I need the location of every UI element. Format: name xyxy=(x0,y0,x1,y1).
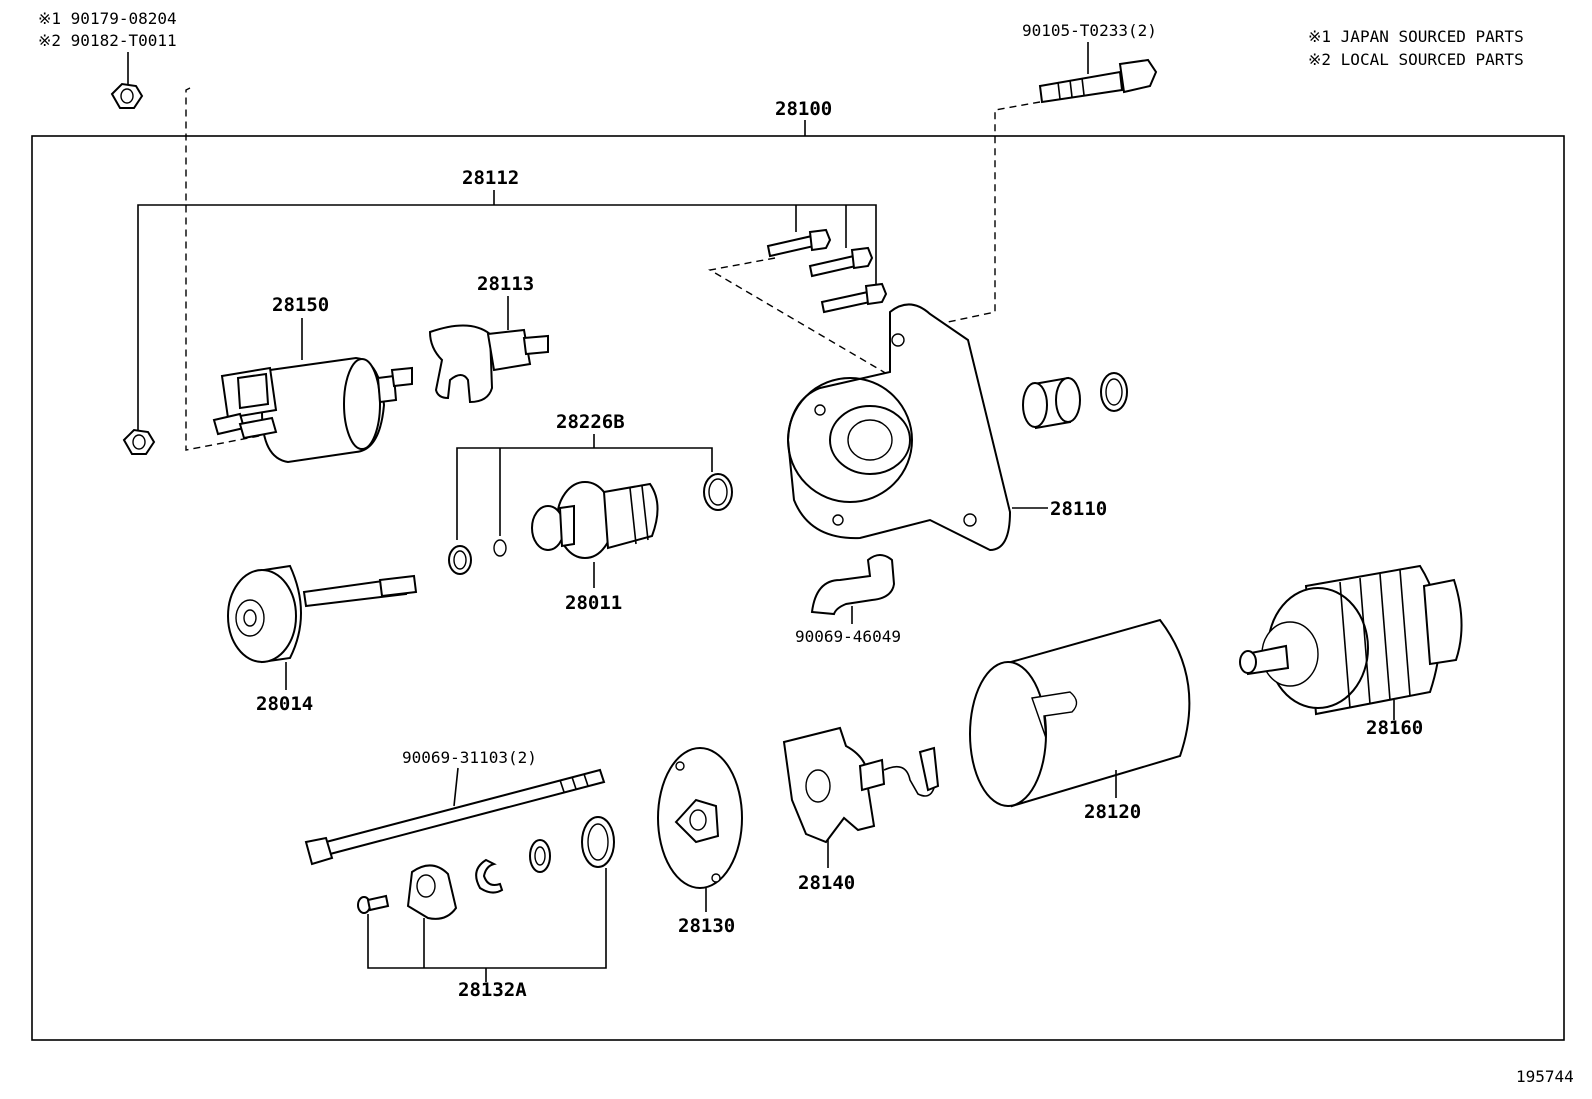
bolt-90105 xyxy=(1038,58,1158,104)
label-28014: 28014 xyxy=(256,693,313,715)
solenoid-28150 xyxy=(212,356,413,464)
label-28112: 28112 xyxy=(462,167,519,189)
legend-local: ※2 LOCAL SOURCED PARTS xyxy=(1308,50,1524,69)
label-28110: 28110 xyxy=(1050,498,1107,520)
armature-28160 xyxy=(1239,564,1463,716)
bearing xyxy=(1022,376,1081,430)
end-frame-28130 xyxy=(657,747,743,889)
plate-28132A xyxy=(406,864,458,920)
bolt-28112-a xyxy=(766,228,832,258)
label-28160: 28160 xyxy=(1366,717,1423,739)
screw-28132A xyxy=(357,894,390,914)
label-28011: 28011 xyxy=(565,592,622,614)
snap-ring-28132A xyxy=(475,858,504,894)
bolt-28112-c xyxy=(820,282,888,314)
note-japan-nut: ※1 90179-08204 xyxy=(38,9,177,28)
through-bolt xyxy=(304,768,606,866)
ring-bearing xyxy=(1100,372,1128,412)
seal-28132A xyxy=(581,816,615,868)
bolt-28112-b xyxy=(808,246,874,278)
ring-small-28226B xyxy=(448,545,472,575)
label-28120: 28120 xyxy=(1084,801,1141,823)
brush-holder-28140 xyxy=(782,726,940,844)
washer-28132A xyxy=(529,839,551,873)
label-90105: 90105-T0233(2) xyxy=(1022,21,1157,40)
label-28113: 28113 xyxy=(477,273,534,295)
clutch-28011 xyxy=(531,481,659,559)
label-28226B: 28226B xyxy=(556,411,625,433)
washer-28226B xyxy=(703,473,733,511)
label-90069-31103: 90069-31103(2) xyxy=(402,748,537,767)
label-28100: 28100 xyxy=(775,98,832,120)
drive-28014 xyxy=(227,564,418,664)
snap-ring-28226B xyxy=(493,539,507,557)
figure-id: 195744 xyxy=(1516,1067,1574,1086)
nut-left xyxy=(122,428,156,455)
label-28130: 28130 xyxy=(678,915,735,937)
label-28132A: 28132A xyxy=(458,979,527,1001)
lever-28113 xyxy=(428,324,549,404)
yoke-28120 xyxy=(969,618,1191,808)
label-90069-46049: 90069-46049 xyxy=(795,627,901,646)
label-28140: 28140 xyxy=(798,872,855,894)
legend-japan: ※1 JAPAN SOURCED PARTS xyxy=(1308,27,1524,46)
hose-90069-46049 xyxy=(810,554,896,616)
nut-top xyxy=(110,52,144,109)
note-local-nut: ※2 90182-T0011 xyxy=(38,31,177,50)
housing-28110 xyxy=(786,303,1012,552)
label-28150: 28150 xyxy=(272,294,329,316)
assembly-frame xyxy=(31,135,1565,1041)
